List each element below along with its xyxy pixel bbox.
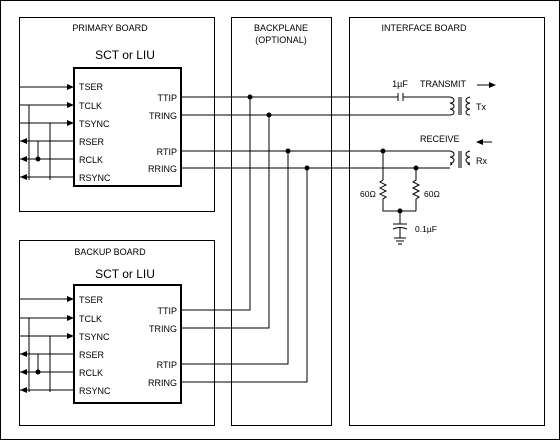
interface-board-title: INTERFACE BOARD — [381, 23, 467, 33]
primary-pin-rring: RRING — [148, 164, 177, 174]
termination-resistor-left — [378, 151, 416, 212]
primary-pin-rsync: RSYNC — [79, 173, 111, 183]
primary-board-title: PRIMARY BOARD — [72, 23, 148, 33]
backup-pin-tclk: TCLK — [79, 314, 102, 324]
backup-pin-rtip: RTIP — [157, 360, 177, 370]
primary-pin-rclk: RCLK — [79, 155, 103, 165]
primary-left-wiring — [20, 84, 74, 180]
backplane-panel — [231, 17, 332, 426]
backup-board-title: BACKUP BOARD — [74, 247, 146, 257]
backup-pin-tring: TRING — [149, 324, 177, 334]
rx-transformer — [449, 150, 471, 168]
primary-pin-tsync: TSYNC — [79, 119, 110, 129]
primary-chip-title: SCT or LIU — [95, 48, 155, 62]
receive-label: RECEIVE — [420, 134, 460, 144]
line-wiring — [181, 94, 450, 383]
backup-pin-rser: RSER — [79, 350, 105, 360]
backplane-subtitle: (OPTIONAL) — [255, 35, 307, 45]
backplane-title: BACKPLANE — [254, 23, 308, 33]
backup-pin-rsync: RSYNC — [79, 386, 111, 396]
primary-left-pins: TSER TCLK TSYNC RSER RCLK RSYNC — [79, 82, 111, 183]
primary-pin-tser: TSER — [79, 82, 104, 92]
interface-board-panel — [349, 17, 545, 426]
backup-chip — [73, 284, 182, 404]
ground-icon — [394, 237, 406, 245]
primary-pin-tclk: TCLK — [79, 101, 102, 111]
primary-pin-tring: TRING — [149, 111, 177, 121]
backup-pin-rring: RRING — [148, 378, 177, 388]
backup-right-pins: TTIP TRING RTIP RRING — [148, 306, 177, 388]
transmit-cap-label: 1µF — [392, 79, 408, 89]
termination-resistor-right — [411, 168, 421, 211]
bypass-cap-label: 0.1µF — [415, 224, 437, 234]
transmit-capacitor — [397, 93, 450, 101]
res-right-label: 60Ω — [424, 189, 440, 199]
primary-right-pins: TTIP TRING RTIP RRING — [148, 93, 177, 174]
res-left-label: 60Ω — [360, 189, 376, 199]
backup-pin-ttip: TTIP — [158, 306, 178, 316]
backup-pin-rclk: RCLK — [79, 368, 103, 378]
primary-pin-ttip: TTIP — [158, 93, 178, 103]
tx-label: Tx — [476, 102, 486, 112]
backup-pin-tsync: TSYNC — [79, 332, 110, 342]
backup-board-panel — [19, 240, 215, 426]
primary-chip — [73, 67, 182, 187]
backup-pin-tser: TSER — [79, 295, 104, 305]
transmit-label: TRANSMIT — [420, 79, 467, 89]
primary-pin-rtip: RTIP — [157, 147, 177, 157]
bypass-capacitor — [392, 208, 408, 238]
rx-label: Rx — [476, 156, 487, 166]
primary-pin-rser: RSER — [79, 137, 105, 147]
backup-left-wiring — [20, 296, 74, 393]
tx-transformer — [449, 96, 471, 116]
backup-chip-title: SCT or LIU — [95, 267, 155, 281]
backup-left-pins: TSER TCLK TSYNC RSER RCLK RSYNC — [79, 295, 111, 396]
